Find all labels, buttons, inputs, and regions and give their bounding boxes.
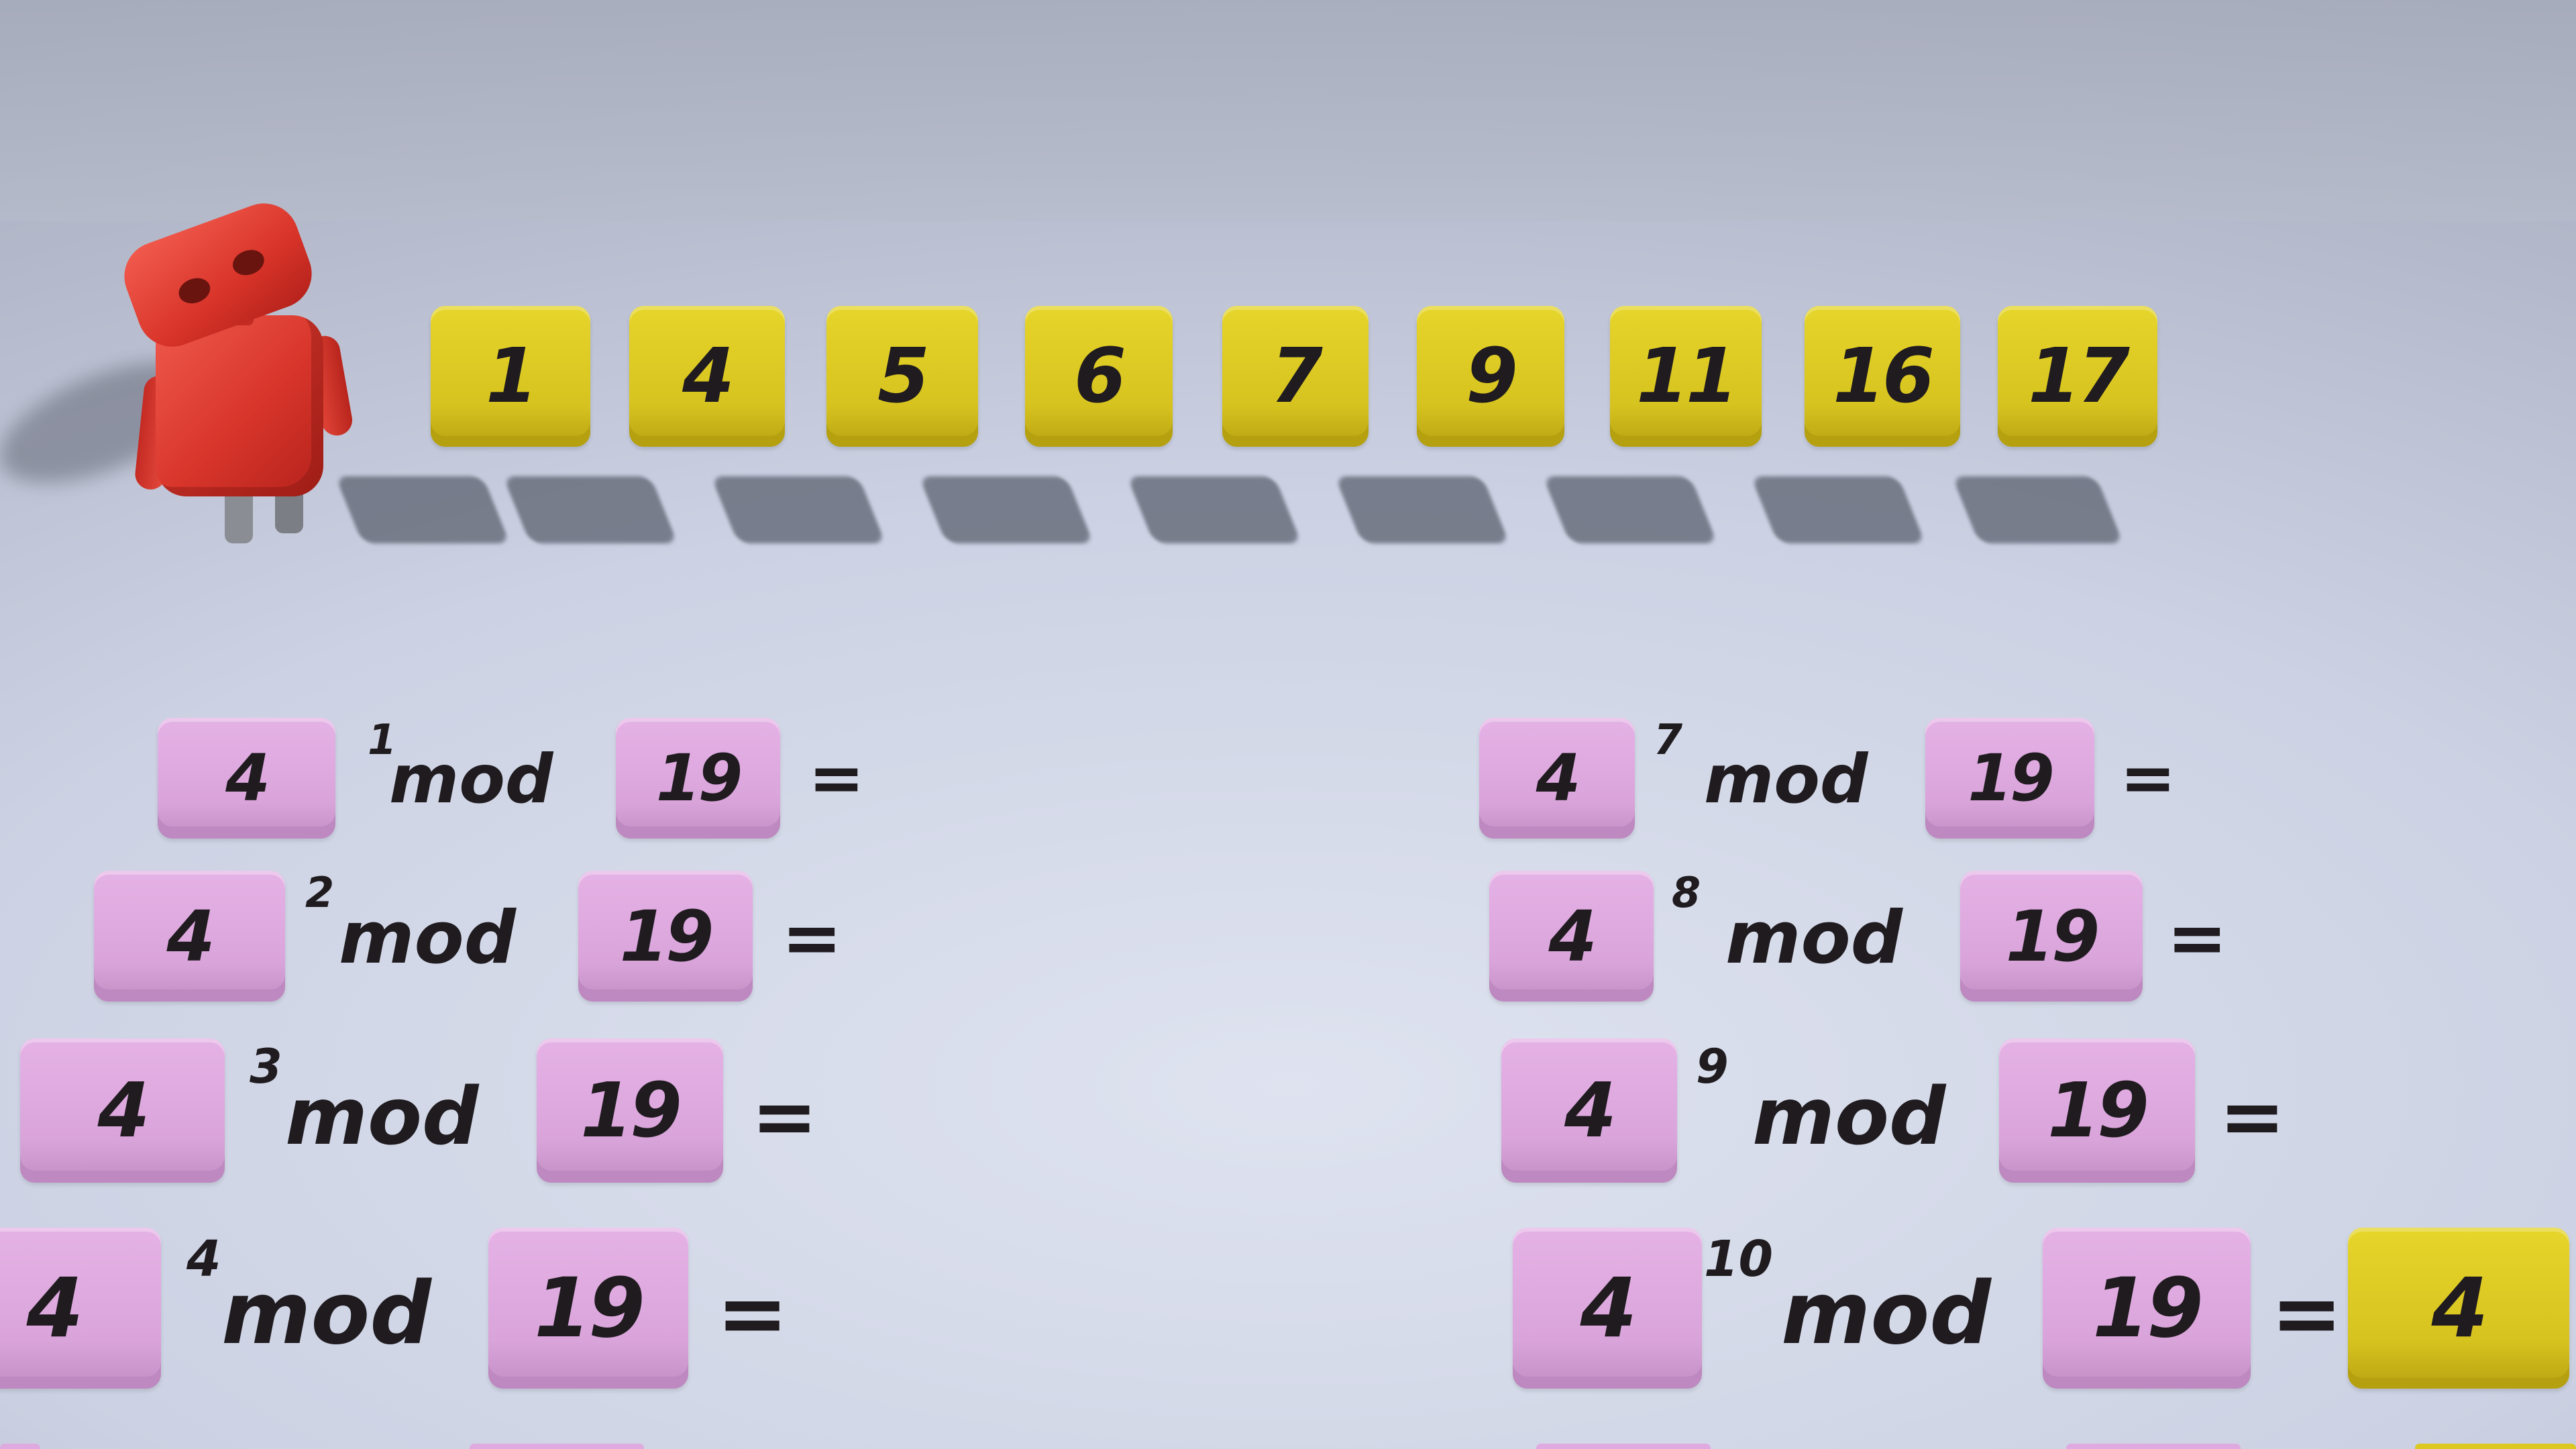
- base-tile[interactable]: 4: [94, 871, 285, 1002]
- exponent-label: 3: [250, 1039, 282, 1094]
- mod-label: mod: [339, 896, 517, 980]
- equals-sign: =: [782, 896, 843, 980]
- sequence-tile[interactable]: 5: [826, 306, 978, 447]
- base-tile[interactable]: 4: [0, 1228, 161, 1389]
- modulus-tile[interactable]: 19: [616, 718, 780, 839]
- modulus-tile[interactable]: 19: [578, 871, 753, 1002]
- mod-label: mod: [285, 1070, 479, 1163]
- equals-sign: =: [2271, 1264, 2343, 1364]
- sequence-tile[interactable]: 7: [1222, 306, 1368, 447]
- exponent-label: 4: [186, 1230, 221, 1288]
- tile-shadow: [1334, 476, 1510, 543]
- exponent-label: 10: [1704, 1230, 1773, 1288]
- modulus-tile[interactable]: 19: [488, 1228, 688, 1389]
- mod-label: mod: [1781, 1264, 1991, 1364]
- exponent-label: 2: [305, 868, 335, 917]
- equals-sign: =: [751, 1070, 818, 1163]
- equals-sign: =: [2167, 896, 2228, 980]
- sequence-tile[interactable]: 4: [629, 306, 785, 447]
- tile-shadow: [1542, 476, 1718, 543]
- partial-tile: [0, 1444, 40, 1449]
- sequence-tile[interactable]: 1: [431, 306, 590, 447]
- modulus-tile[interactable]: 19: [1960, 871, 2143, 1002]
- partial-tile: [2415, 1444, 2576, 1449]
- modulus-tile[interactable]: 19: [1925, 718, 2094, 839]
- robot-eye-left-icon: [175, 274, 214, 308]
- tile-shadow: [1951, 476, 2124, 543]
- base-tile[interactable]: 4: [1479, 718, 1635, 839]
- partial-tile: [470, 1444, 644, 1449]
- equals-sign: =: [808, 739, 865, 817]
- modulus-tile[interactable]: 19: [537, 1038, 723, 1183]
- tile-shadow: [918, 476, 1094, 543]
- sequence-tile[interactable]: 11: [1610, 306, 1762, 447]
- mod-label: mod: [1752, 1070, 1946, 1163]
- horizon-backdrop: [0, 0, 2576, 221]
- base-tile[interactable]: 4: [1501, 1038, 1677, 1183]
- mod-label: mod: [221, 1264, 431, 1364]
- sequence-tile[interactable]: 17: [1998, 306, 2157, 447]
- tile-shadow: [502, 476, 678, 543]
- sequence-tile[interactable]: 16: [1805, 306, 1960, 447]
- exponent-label: 9: [1696, 1039, 1729, 1094]
- sequence-tile[interactable]: 6: [1025, 306, 1173, 447]
- mod-label: mod: [1725, 896, 1903, 980]
- modulus-tile[interactable]: 19: [1999, 1038, 2195, 1183]
- base-tile[interactable]: 4: [1489, 871, 1654, 1002]
- modulus-tile[interactable]: 19: [2043, 1228, 2251, 1389]
- exponent-label: 7: [1654, 715, 1683, 764]
- mod-label: mod: [1704, 740, 1868, 818]
- equals-sign: =: [716, 1264, 789, 1364]
- sequence-tile[interactable]: 9: [1417, 306, 1564, 447]
- tile-shadow: [335, 476, 511, 543]
- tile-shadow: [1126, 476, 1302, 543]
- exponent-label: 1: [368, 715, 397, 764]
- base-tile[interactable]: 4: [1513, 1228, 1702, 1389]
- robot-body: [156, 315, 323, 496]
- mod-label: mod: [389, 740, 553, 818]
- equals-sign: =: [2120, 739, 2176, 817]
- exponent-label: 8: [1672, 868, 1701, 917]
- robot-eye-right-icon: [229, 246, 268, 280]
- tile-shadow: [1750, 476, 1926, 543]
- next-row-hint: [0, 1442, 2576, 1449]
- base-tile[interactable]: 4: [158, 718, 335, 839]
- partial-tile: [1536, 1444, 1711, 1449]
- partial-tile: [2066, 1444, 2241, 1449]
- tile-shadow: [710, 476, 886, 543]
- base-tile[interactable]: 4: [20, 1038, 225, 1183]
- result-tile[interactable]: 4: [2348, 1228, 2569, 1389]
- equals-sign: =: [2219, 1070, 2286, 1163]
